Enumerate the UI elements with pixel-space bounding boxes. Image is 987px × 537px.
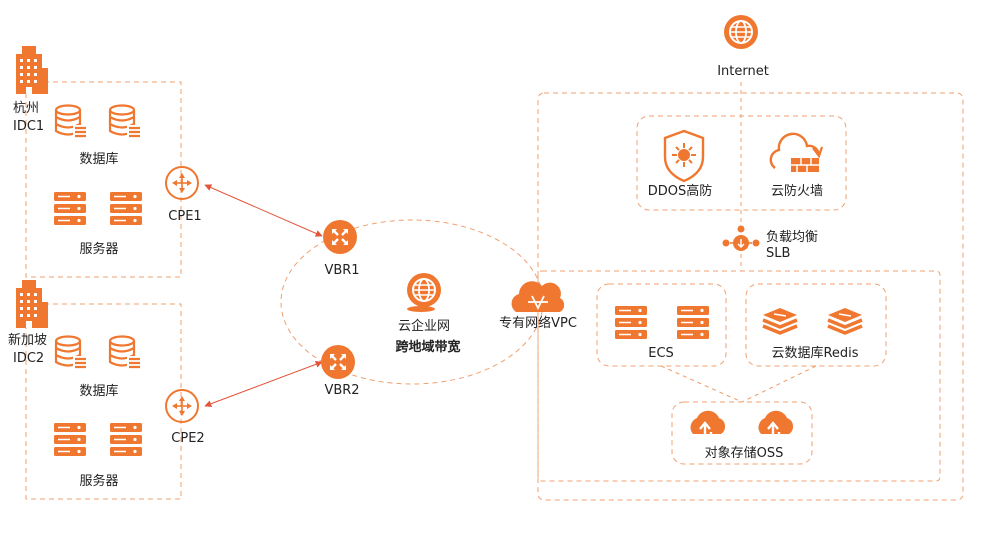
database-icon (108, 104, 142, 139)
cpe1-label: CPE1 (168, 209, 202, 224)
ecs-label: ECS (648, 346, 674, 361)
router-icon (165, 389, 199, 423)
server-icon (109, 422, 143, 457)
idc2-container (25, 303, 182, 500)
server-icon (53, 422, 87, 457)
vbr-icon (321, 218, 359, 256)
ecs-oss-link (660, 365, 743, 403)
load-balancer-icon (722, 225, 760, 251)
idc1-server-label: 服务器 (79, 242, 119, 257)
server-icon (109, 191, 143, 226)
cen-label: 云企业网 (397, 319, 451, 334)
cloud-upload-icon (757, 409, 795, 440)
redis-stack-icon (826, 306, 864, 335)
idc2-name-label: IDC2 (13, 351, 45, 366)
cpe1-vbr1-link (204, 184, 323, 237)
server-icon (53, 191, 87, 226)
ddos-label: DDOS高防 (647, 184, 713, 199)
globe-icon (724, 15, 758, 49)
globe-icon (407, 273, 441, 312)
shield-icon (663, 129, 705, 183)
vbr2-label: VBR2 (324, 383, 360, 398)
cpe2-label: CPE2 (171, 431, 205, 446)
cloud-icon (511, 281, 565, 312)
cen-bandwidth-label: 跨地域带宽 (395, 340, 461, 355)
firewall-label: 云防火墙 (770, 184, 824, 199)
server-icon (614, 305, 648, 340)
idc1-database-label: 数据库 (79, 152, 119, 167)
database-icon (54, 104, 88, 139)
internet-label: Internet (717, 64, 769, 79)
cpe2-vbr2-link (204, 360, 323, 408)
redis-stack-icon (761, 306, 799, 335)
vpc-container (537, 270, 941, 482)
slb-name-label: SLB (766, 246, 791, 261)
server-icon (676, 305, 710, 340)
database-icon (54, 335, 88, 370)
cloud-upload-icon (689, 409, 727, 440)
router-icon (165, 166, 199, 200)
vbr-icon (319, 343, 357, 381)
idc1-name-label: IDC1 (13, 119, 45, 134)
idc2-server-label: 服务器 (79, 474, 119, 489)
idc2-database-label: 数据库 (79, 384, 119, 399)
vpc-label: 专有网络VPC (499, 316, 577, 331)
idc1-container (25, 81, 182, 278)
redis-container (745, 283, 887, 367)
oss-label: 对象存储OSS (704, 446, 784, 461)
slb-label: 负载均衡 (766, 230, 819, 245)
idc2-city-label: 新加坡 (8, 333, 48, 348)
database-icon (108, 335, 142, 370)
building-icon (16, 46, 48, 94)
redis-oss-link (741, 365, 817, 403)
vbr1-label: VBR1 (324, 263, 360, 278)
redis-label: 云数据库Redis (771, 346, 859, 361)
firewall-cloud-icon (769, 132, 824, 172)
building-icon (16, 280, 48, 328)
idc1-city-label: 杭州 (13, 101, 40, 116)
cloud-region-container (537, 92, 964, 501)
